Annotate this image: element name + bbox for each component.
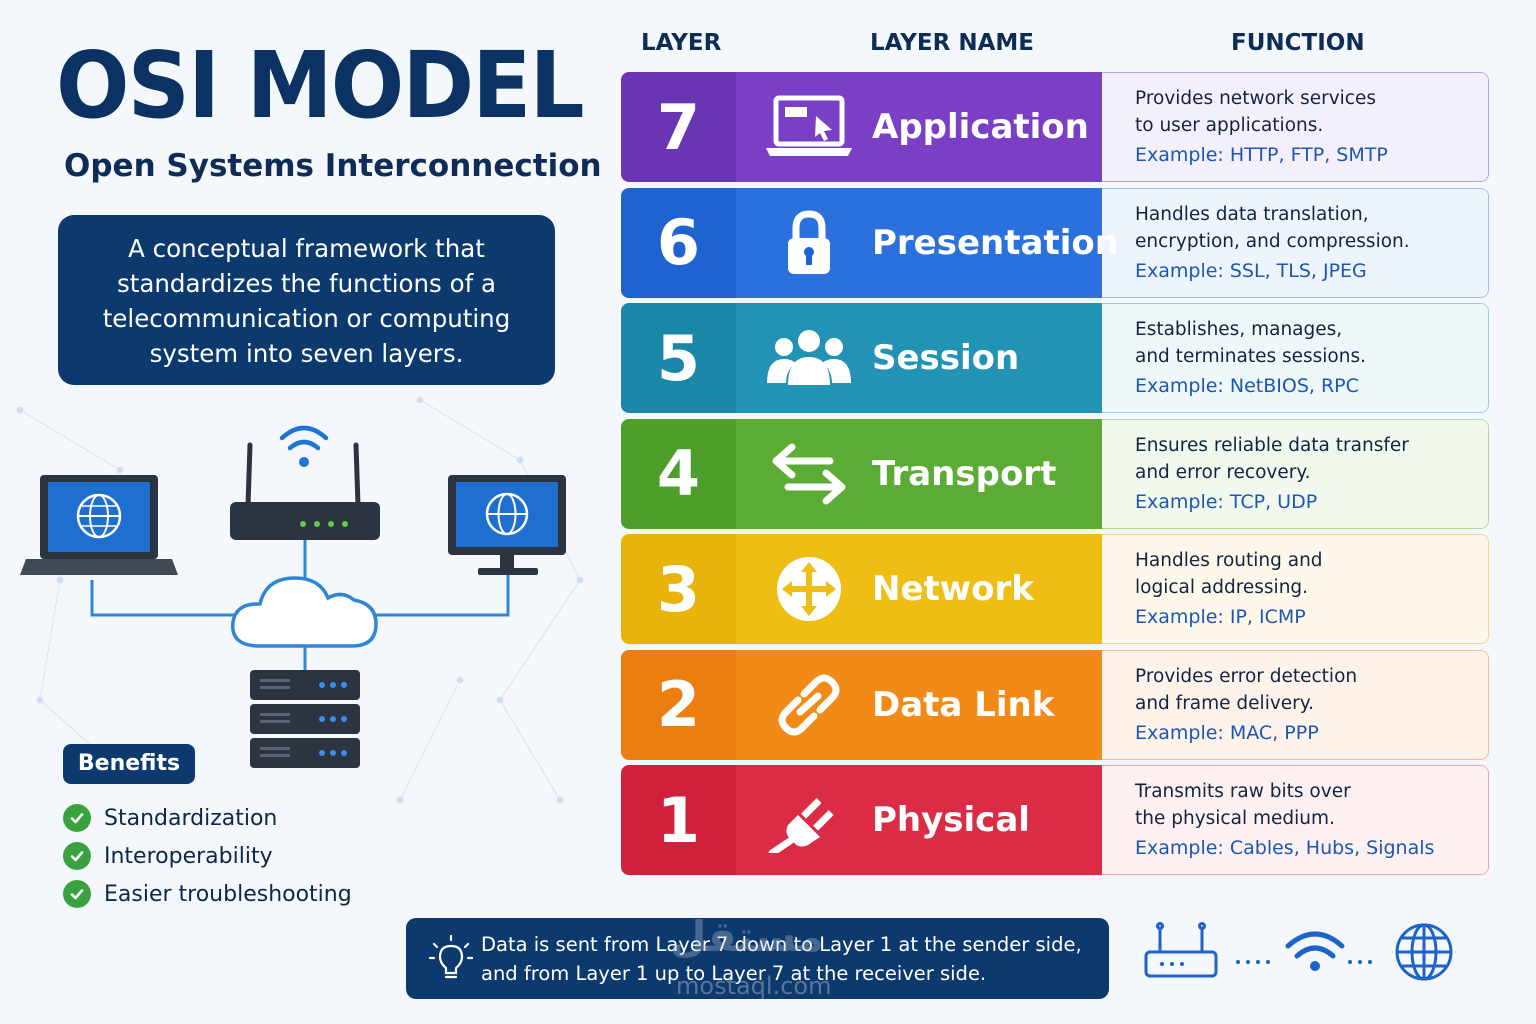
description-box: A conceptual framework that standardizes… bbox=[58, 215, 555, 385]
function-line-1: Provides network services bbox=[1135, 88, 1376, 109]
server-icon bbox=[250, 670, 360, 768]
wifi-icon bbox=[1285, 931, 1345, 971]
router-outline-icon bbox=[1144, 922, 1218, 978]
header-function: FUNCTION bbox=[1231, 30, 1365, 56]
layer-number: 6 bbox=[621, 187, 736, 298]
layer-number: 7 bbox=[621, 72, 736, 182]
function-example: Example: SSL, TLS, JPEG bbox=[1135, 259, 1367, 282]
data-flow-banner: Data is sent from Layer 7 down to Layer … bbox=[406, 918, 1109, 999]
function-example: Example: HTTP, FTP, SMTP bbox=[1135, 144, 1388, 166]
function-line-2: logical addressing. bbox=[1135, 577, 1309, 598]
header-layer-name: LAYER NAME bbox=[870, 30, 1034, 56]
page-subtitle: Open Systems Interconnection bbox=[64, 148, 602, 184]
cloud-icon bbox=[231, 576, 378, 648]
layer-row-presentation: 6 Presentation Handles data translation, en… bbox=[621, 187, 1489, 298]
network-illustration bbox=[20, 425, 566, 768]
function-line-1: Provides error detection bbox=[1135, 665, 1358, 687]
function-line-2: and error recovery. bbox=[1135, 461, 1311, 483]
layer-name-cell: Session bbox=[736, 303, 1102, 413]
check-icon bbox=[63, 804, 91, 832]
layer-number: 1 bbox=[621, 765, 736, 875]
function-line-1: Handles data translation, bbox=[1135, 203, 1369, 225]
layer-function: Provides error detection and frame delive… bbox=[1102, 649, 1489, 760]
function-example: Example: NetBIOS, RPC bbox=[1135, 375, 1359, 397]
layer-name-cell: Presentation bbox=[736, 187, 1119, 298]
check-icon bbox=[63, 880, 91, 908]
layer-function: Provides network services to user applica… bbox=[1102, 72, 1489, 182]
function-line-1: Transmits raw bits over bbox=[1135, 781, 1351, 802]
benefit-label: Interoperability bbox=[104, 843, 273, 869]
layer-name-cell: Physical bbox=[736, 765, 1102, 875]
layer-row-data-link: 2 Data Link Provides error detection and fr… bbox=[621, 649, 1489, 760]
layer-name: Presentation bbox=[872, 222, 1119, 263]
banner-line-1: Data is sent from Layer 7 down to Layer … bbox=[481, 933, 1082, 956]
layer-name-cell: Data Link bbox=[736, 649, 1102, 760]
layer-name-cell: Application bbox=[736, 72, 1102, 182]
bottom-connection-icons bbox=[1144, 922, 1453, 981]
benefit-label: Easier troubleshooting bbox=[104, 881, 352, 907]
router-icon bbox=[230, 425, 380, 540]
function-line-2: encryption, and compression. bbox=[1135, 230, 1410, 252]
laptop-icon bbox=[20, 475, 178, 575]
function-example: Example: IP, ICMP bbox=[1135, 606, 1306, 628]
header-layer: LAYER bbox=[641, 30, 722, 56]
transfer-arrows-icon bbox=[764, 441, 854, 507]
layer-row-network: 3 Network Handles routing and logical addre… bbox=[621, 534, 1489, 644]
layer-function: Establishes, manages, and terminates sess… bbox=[1102, 303, 1489, 413]
layer-name: Session bbox=[872, 338, 1020, 378]
layer-name: Application bbox=[872, 107, 1089, 147]
layer-name-cell: Transport bbox=[736, 418, 1102, 529]
check-icon bbox=[63, 842, 91, 870]
layer-function: Handles routing and logical addressing. Ex… bbox=[1102, 534, 1489, 644]
function-line-2: and terminates sessions. bbox=[1135, 346, 1366, 367]
layer-number: 3 bbox=[621, 534, 736, 644]
function-example: Example: TCP, UDP bbox=[1135, 490, 1318, 513]
layer-number: 5 bbox=[621, 303, 736, 413]
layer-row-transport: 4 Transport Ensures reliable data transfer… bbox=[621, 418, 1489, 529]
function-line-1: Ensures reliable data transfer bbox=[1135, 434, 1409, 456]
function-example: Example: Cables, Hubs, Signals bbox=[1135, 837, 1435, 859]
users-icon bbox=[764, 325, 854, 391]
function-line-2: and frame delivery. bbox=[1135, 692, 1314, 714]
function-line-1: Establishes, manages, bbox=[1135, 319, 1343, 340]
layer-row-physical: 1 Physical Transmits raw bits over the phys… bbox=[621, 765, 1489, 875]
chain-link-icon bbox=[764, 672, 854, 738]
layer-name: Physical bbox=[872, 800, 1030, 840]
benefit-item: Standardization bbox=[63, 803, 277, 833]
layer-row-application: 7 Application Provides network services to … bbox=[621, 72, 1489, 182]
layer-function: Ensures reliable data transfer and error … bbox=[1102, 418, 1489, 529]
layer-function: Transmits raw bits over the physical medi… bbox=[1102, 765, 1489, 875]
benefit-label: Standardization bbox=[104, 805, 278, 831]
function-line-2: the physical medium. bbox=[1135, 808, 1335, 829]
lock-icon bbox=[764, 209, 854, 276]
function-example: Example: MAC, PPP bbox=[1135, 721, 1319, 744]
banner-line-2: and from Layer 1 up to Layer 7 at the re… bbox=[481, 962, 987, 985]
layer-name-cell: Network bbox=[736, 534, 1102, 644]
router-arrows-icon bbox=[764, 556, 854, 622]
layer-name: Data Link bbox=[872, 684, 1055, 725]
function-line-2: to user applications. bbox=[1135, 115, 1324, 136]
layer-function: Handles data translation, encryption, and… bbox=[1102, 187, 1489, 298]
benefits-heading: Benefits bbox=[63, 744, 195, 784]
layer-number: 4 bbox=[621, 418, 736, 529]
application-monitor-icon bbox=[764, 94, 854, 160]
layer-number: 2 bbox=[621, 649, 736, 760]
page-title: OSI MODEL bbox=[56, 32, 585, 139]
benefit-item: Easier troubleshooting bbox=[63, 879, 352, 909]
plug-icon bbox=[764, 787, 854, 857]
layer-name: Transport bbox=[872, 453, 1057, 494]
lightbulb-icon bbox=[428, 934, 474, 979]
benefit-item: Interoperability bbox=[63, 841, 273, 871]
globe-icon bbox=[1395, 923, 1453, 981]
layer-row-session: 5 Session Establishes, manages, and termina… bbox=[621, 303, 1489, 413]
function-line-1: Handles routing and bbox=[1135, 550, 1323, 571]
layer-name: Network bbox=[872, 569, 1034, 609]
monitor-icon bbox=[448, 475, 566, 575]
